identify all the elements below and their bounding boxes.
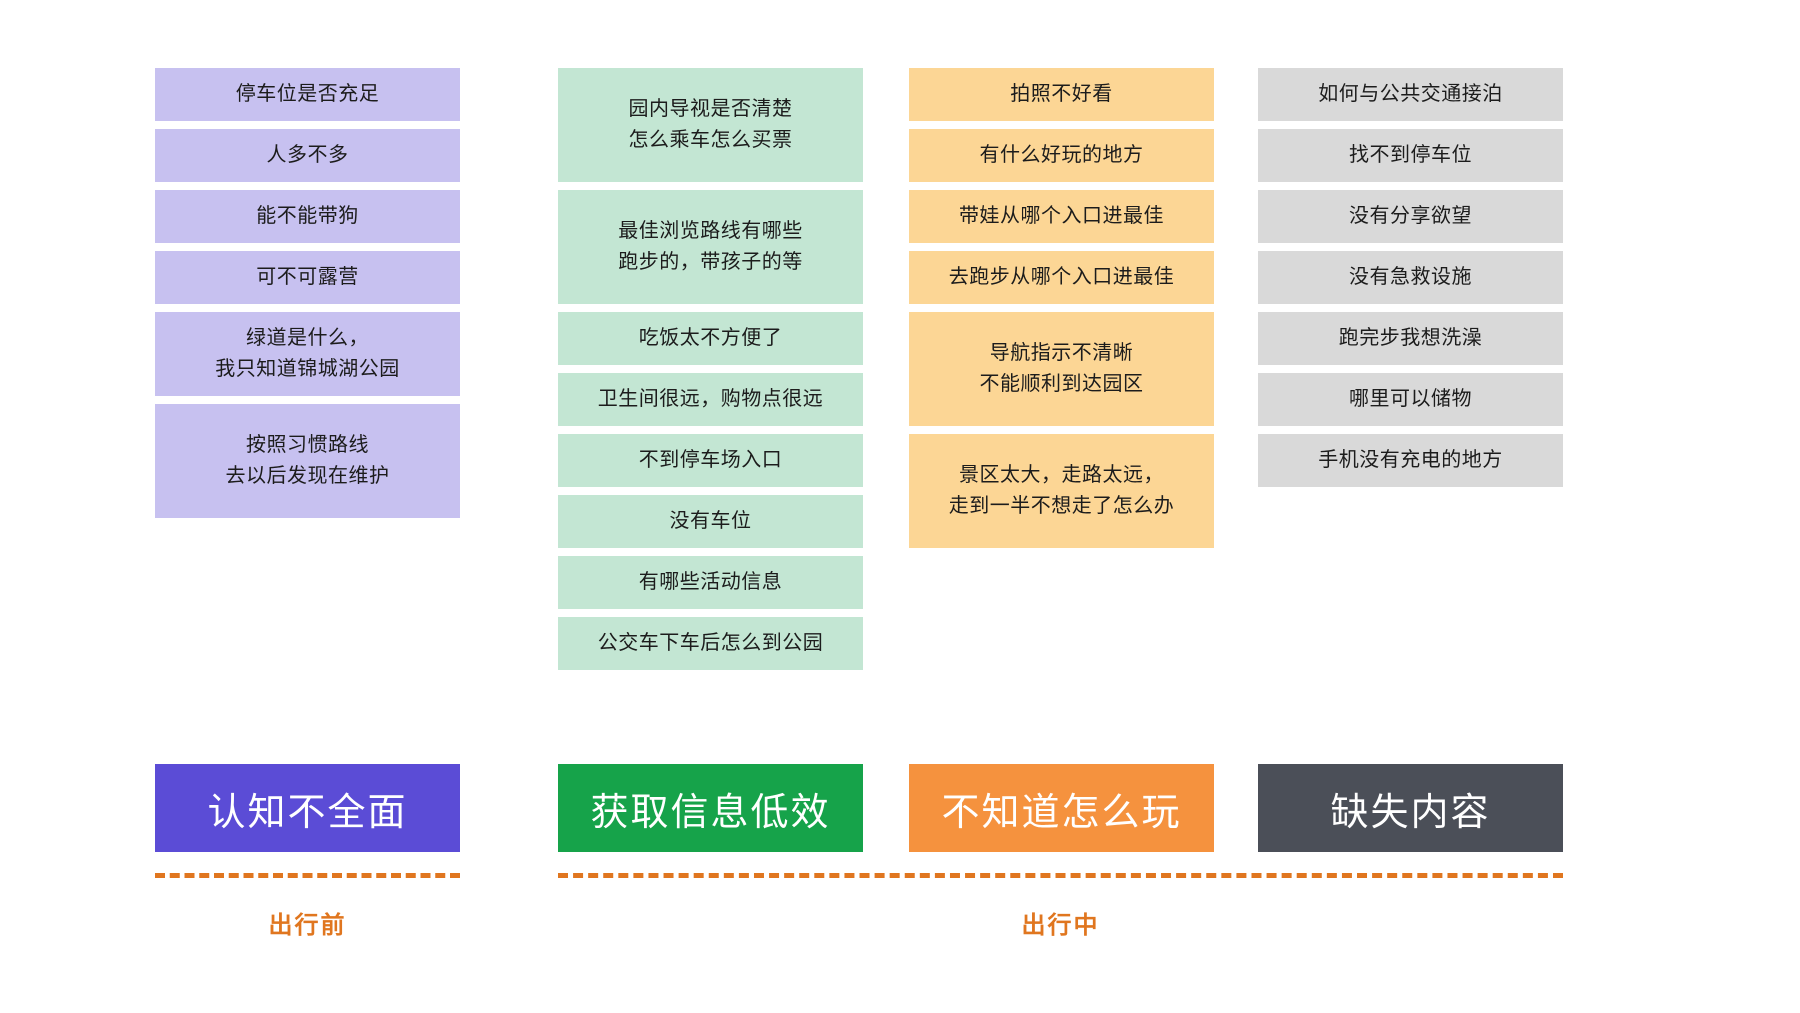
pain-card: 没有车位 — [558, 495, 863, 548]
pain-card: 景区太大，走路太远， 走到一半不想走了怎么办 — [909, 434, 1214, 548]
category-banner-missing-content: 缺失内容 — [1258, 764, 1563, 852]
pain-card: 哪里可以储物 — [1258, 373, 1563, 426]
pain-card: 绿道是什么， 我只知道锦城湖公园 — [155, 312, 460, 396]
pain-card: 有什么好玩的地方 — [909, 129, 1214, 182]
pain-card: 拍照不好看 — [909, 68, 1214, 121]
pain-card: 停车位是否充足 — [155, 68, 460, 121]
column-how-to-play: 拍照不好看 有什么好玩的地方 带娃从哪个入口进最佳 去跑步从哪个入口进最佳 导航… — [909, 68, 1214, 556]
column-info-efficiency: 园内导视是否清楚 怎么乘车怎么买票 最佳浏览路线有哪些 跑步的，带孩子的等 吃饭… — [558, 68, 863, 678]
pain-card: 手机没有充电的地方 — [1258, 434, 1563, 487]
pain-card: 如何与公共交通接泊 — [1258, 68, 1563, 121]
pain-card: 人多不多 — [155, 129, 460, 182]
pain-card: 带娃从哪个入口进最佳 — [909, 190, 1214, 243]
phase-divider-during-trip — [558, 873, 1563, 878]
category-banner-cognition: 认知不全面 — [155, 764, 460, 852]
pain-card: 吃饭太不方便了 — [558, 312, 863, 365]
phase-label-during-trip: 出行中 — [1021, 911, 1100, 939]
pain-card: 找不到停车位 — [1258, 129, 1563, 182]
phase-label-before-trip: 出行前 — [268, 911, 347, 939]
pain-card: 可不可露营 — [155, 251, 460, 304]
column-cognition: 停车位是否充足 人多不多 能不能带狗 可不可露营 绿道是什么， 我只知道锦城湖公… — [155, 68, 460, 526]
category-banner-info-efficiency: 获取信息低效 — [558, 764, 863, 852]
pain-card: 按照习惯路线 去以后发现在维护 — [155, 404, 460, 518]
pain-card: 有哪些活动信息 — [558, 556, 863, 609]
pain-card: 公交车下车后怎么到公园 — [558, 617, 863, 670]
pain-card: 去跑步从哪个入口进最佳 — [909, 251, 1214, 304]
column-missing-content: 如何与公共交通接泊 找不到停车位 没有分享欲望 没有急救设施 跑完步我想洗澡 哪… — [1258, 68, 1563, 495]
pain-card: 不到停车场入口 — [558, 434, 863, 487]
phase-divider-before-trip — [155, 873, 460, 878]
pain-card: 没有急救设施 — [1258, 251, 1563, 304]
pain-card: 导航指示不清晰 不能顺利到达园区 — [909, 312, 1214, 426]
category-banner-how-to-play: 不知道怎么玩 — [909, 764, 1214, 852]
pain-card: 最佳浏览路线有哪些 跑步的，带孩子的等 — [558, 190, 863, 304]
pain-card: 卫生间很远，购物点很远 — [558, 373, 863, 426]
pain-card: 没有分享欲望 — [1258, 190, 1563, 243]
pain-card: 园内导视是否清楚 怎么乘车怎么买票 — [558, 68, 863, 182]
pain-card: 跑完步我想洗澡 — [1258, 312, 1563, 365]
pain-card: 能不能带狗 — [155, 190, 460, 243]
